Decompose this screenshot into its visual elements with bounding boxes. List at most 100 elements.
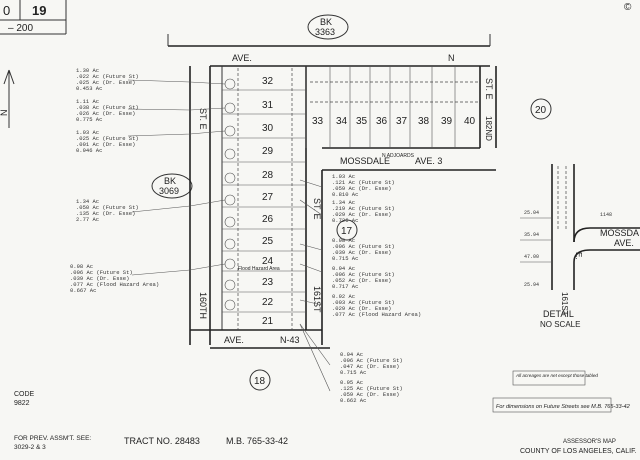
note-block: 1.34 Ac .050 Ac (Future St) .135 Ac (Dr.… bbox=[76, 198, 139, 223]
note-block: 0.95 Ac .125 Ac (Future St) .059 Ac (Dr.… bbox=[340, 379, 403, 404]
lot-number: 27 bbox=[262, 192, 274, 203]
svg-text:0.95 Ac: 0.95 Ac bbox=[340, 379, 363, 386]
lot-number: 24 bbox=[262, 256, 274, 267]
svg-text:0.775 Ac: 0.775 Ac bbox=[76, 116, 102, 123]
street-ave-top: AVE. bbox=[232, 53, 252, 63]
svg-text:.003 Ac (Future St): .003 Ac (Future St) bbox=[332, 299, 395, 306]
svg-text:.039 Ac (Dr. Esse): .039 Ac (Dr. Esse) bbox=[70, 275, 129, 282]
lot-number: 38 bbox=[418, 116, 430, 127]
lot-number: 40 bbox=[464, 116, 476, 127]
detail-st: 161ST bbox=[560, 292, 569, 316]
lot-number: 36 bbox=[376, 116, 388, 127]
lot-number: 34 bbox=[336, 116, 348, 127]
svg-text:17: 17 bbox=[341, 226, 353, 237]
lot-number: 37 bbox=[396, 116, 408, 127]
detail-dim: 25.94 bbox=[524, 282, 539, 288]
north-arrow-icon: N bbox=[0, 69, 15, 128]
street-160th: 160TH bbox=[198, 292, 208, 319]
detail-dim: 1148 bbox=[600, 212, 612, 218]
detail-mossda: MOSSDA bbox=[600, 228, 639, 238]
street-st-e-left: ST. E bbox=[198, 108, 208, 130]
svg-text:0.98 Ac: 0.98 Ac bbox=[332, 237, 355, 244]
street-ave-bottom-n: N-43 bbox=[280, 335, 300, 345]
note-block: 1.11 Ac .038 Ac (Future St) .026 Ac (Dr.… bbox=[76, 98, 139, 123]
svg-text:.047 Ac (Dr. Esse): .047 Ac (Dr. Esse) bbox=[340, 363, 399, 370]
area-circle-18: 18 bbox=[249, 369, 271, 391]
area-circle-17: 17 bbox=[336, 219, 358, 241]
svg-text:BK: BK bbox=[320, 17, 332, 27]
leader-lines bbox=[127, 79, 331, 392]
svg-text:0.715 Ac: 0.715 Ac bbox=[340, 369, 366, 376]
svg-text:.059 Ac (Dr. Esse): .059 Ac (Dr. Esse) bbox=[332, 185, 391, 192]
assessor-map-label: ASSESSOR'S MAP bbox=[563, 439, 616, 445]
note-block: 0.98 Ac .006 Ac (Future St) .039 Ac (Dr.… bbox=[70, 263, 159, 294]
svg-text:3069: 3069 bbox=[159, 186, 179, 196]
north-label: N bbox=[0, 110, 9, 117]
lot-number: 33 bbox=[312, 116, 324, 127]
svg-text:.006 Ac (Future St): .006 Ac (Future St) bbox=[70, 269, 133, 276]
svg-text:1.03 Ac: 1.03 Ac bbox=[76, 129, 99, 136]
svg-text:.026 Ac (Dr. Esse): .026 Ac (Dr. Esse) bbox=[76, 110, 135, 117]
west-lot-grid bbox=[222, 68, 306, 330]
svg-text:1.34 Ac: 1.34 Ac bbox=[332, 199, 355, 206]
svg-text:3363: 3363 bbox=[315, 27, 335, 37]
lot-numbers-west: 32 31 30 29 28 27 26 25 24 23 22 21 bbox=[262, 76, 274, 327]
detail-dim: 25.04 bbox=[524, 210, 539, 216]
book-label-3069: BK 3069 bbox=[151, 173, 193, 199]
sheet-header: 0 19 – 200 © bbox=[0, 0, 632, 35]
svg-text:.025 Ac (Future St): .025 Ac (Future St) bbox=[76, 135, 139, 142]
detail-st-e: E. bbox=[574, 252, 583, 260]
detail-ave: AVE. bbox=[614, 238, 634, 248]
svg-text:.022 Ac (Future St): .022 Ac (Future St) bbox=[76, 73, 139, 80]
svg-text:0.717 Ac: 0.717 Ac bbox=[332, 283, 358, 290]
street-st-e-right: ST. E bbox=[484, 78, 494, 100]
svg-text:.039 Ac (Dr. Esse): .039 Ac (Dr. Esse) bbox=[332, 249, 391, 256]
svg-text:.135 Ac (Dr. Esse): .135 Ac (Dr. Esse) bbox=[76, 210, 135, 217]
detail-dim: 35.94 bbox=[524, 232, 539, 238]
svg-text:0.946 Ac: 0.946 Ac bbox=[76, 147, 102, 154]
note-block: 1.03 Ac .121 Ac (Future St) .059 Ac (Dr.… bbox=[332, 173, 395, 198]
svg-text:0.92 Ac: 0.92 Ac bbox=[332, 293, 355, 300]
street-182nd: 182ND bbox=[484, 116, 493, 141]
svg-text:.001 Ac (Dr. Esse): .001 Ac (Dr. Esse) bbox=[76, 141, 135, 148]
svg-text:.077 Ac (Flood Hazard Area): .077 Ac (Flood Hazard Area) bbox=[332, 311, 421, 318]
prev-assessment-value: 3029-2 & 3 bbox=[14, 444, 46, 451]
street-mossdale-ave: AVE. 3 bbox=[415, 156, 442, 166]
svg-text:0.98 Ac: 0.98 Ac bbox=[70, 263, 93, 270]
svg-text:.052 Ac (Dr. Esse): .052 Ac (Dr. Esse) bbox=[332, 277, 391, 284]
footer: FOR PREV. ASSM'T. SEE: 3029-2 & 3 TRACT … bbox=[14, 435, 637, 455]
svg-text:.125 Ac (Future St): .125 Ac (Future St) bbox=[340, 385, 403, 392]
right-acreage-notes: 1.03 Ac .121 Ac (Future St) .059 Ac (Dr.… bbox=[332, 173, 421, 404]
street-labels: AVE. N ST. E ST. E 182ND MOSSDALE AVE. 3… bbox=[198, 53, 494, 345]
detail-inset: 1148 25.04 35.94 47.00 25.94 MOSSDA AVE.… bbox=[520, 164, 640, 329]
parcel-circle-markers bbox=[224, 78, 236, 311]
svg-text:.029 Ac (Dr. Esse): .029 Ac (Dr. Esse) bbox=[332, 305, 391, 312]
svg-text:0.94 Ac: 0.94 Ac bbox=[332, 265, 355, 272]
tract-number: TRACT NO. 28483 bbox=[124, 436, 200, 446]
svg-text:.006 Ac (Future St): .006 Ac (Future St) bbox=[332, 243, 395, 250]
svg-text:1.30 Ac: 1.30 Ac bbox=[76, 67, 99, 74]
east-lot-grid bbox=[305, 66, 480, 148]
svg-text:.121 Ac (Future St): .121 Ac (Future St) bbox=[332, 179, 395, 186]
note-block: 0.92 Ac .003 Ac (Future St) .029 Ac (Dr.… bbox=[332, 293, 421, 318]
svg-text:.050 Ac (Future St): .050 Ac (Future St) bbox=[76, 204, 139, 211]
note-block: 0.94 Ac .006 Ac (Future St) .047 Ac (Dr.… bbox=[340, 351, 403, 376]
lot-number: 29 bbox=[262, 146, 274, 157]
county-label: COUNTY OF LOS ANGELES, CALIF. bbox=[520, 448, 637, 455]
svg-text:.025 Ac (Dr. Esse): .025 Ac (Dr. Esse) bbox=[76, 79, 135, 86]
lot-number: 28 bbox=[262, 170, 274, 181]
svg-text:.006 Ac (Future St): .006 Ac (Future St) bbox=[340, 357, 403, 364]
sheet-left-number: 0 bbox=[3, 3, 10, 18]
svg-text:BK: BK bbox=[164, 176, 176, 186]
svg-text:0.662 Ac: 0.662 Ac bbox=[340, 397, 366, 404]
code-value: 9822 bbox=[14, 400, 30, 407]
svg-text:20: 20 bbox=[535, 105, 547, 116]
lot-number: 25 bbox=[262, 236, 274, 247]
lot-numbers-east: 33 34 35 36 37 38 39 40 bbox=[312, 116, 476, 127]
detail-subtitle: NO SCALE bbox=[540, 320, 580, 329]
code-block: CODE 9822 bbox=[14, 391, 35, 407]
dimensions-note-box: For dimensions on Future Streets see M.B… bbox=[492, 397, 631, 413]
svg-text:All acreages are net except th: All acreages are net except those tabled bbox=[515, 373, 598, 378]
svg-text:.038 Ac (Future St): .038 Ac (Future St) bbox=[76, 104, 139, 111]
svg-text:For dimensions on Future Stree: For dimensions on Future Streets see M.B… bbox=[496, 404, 631, 410]
